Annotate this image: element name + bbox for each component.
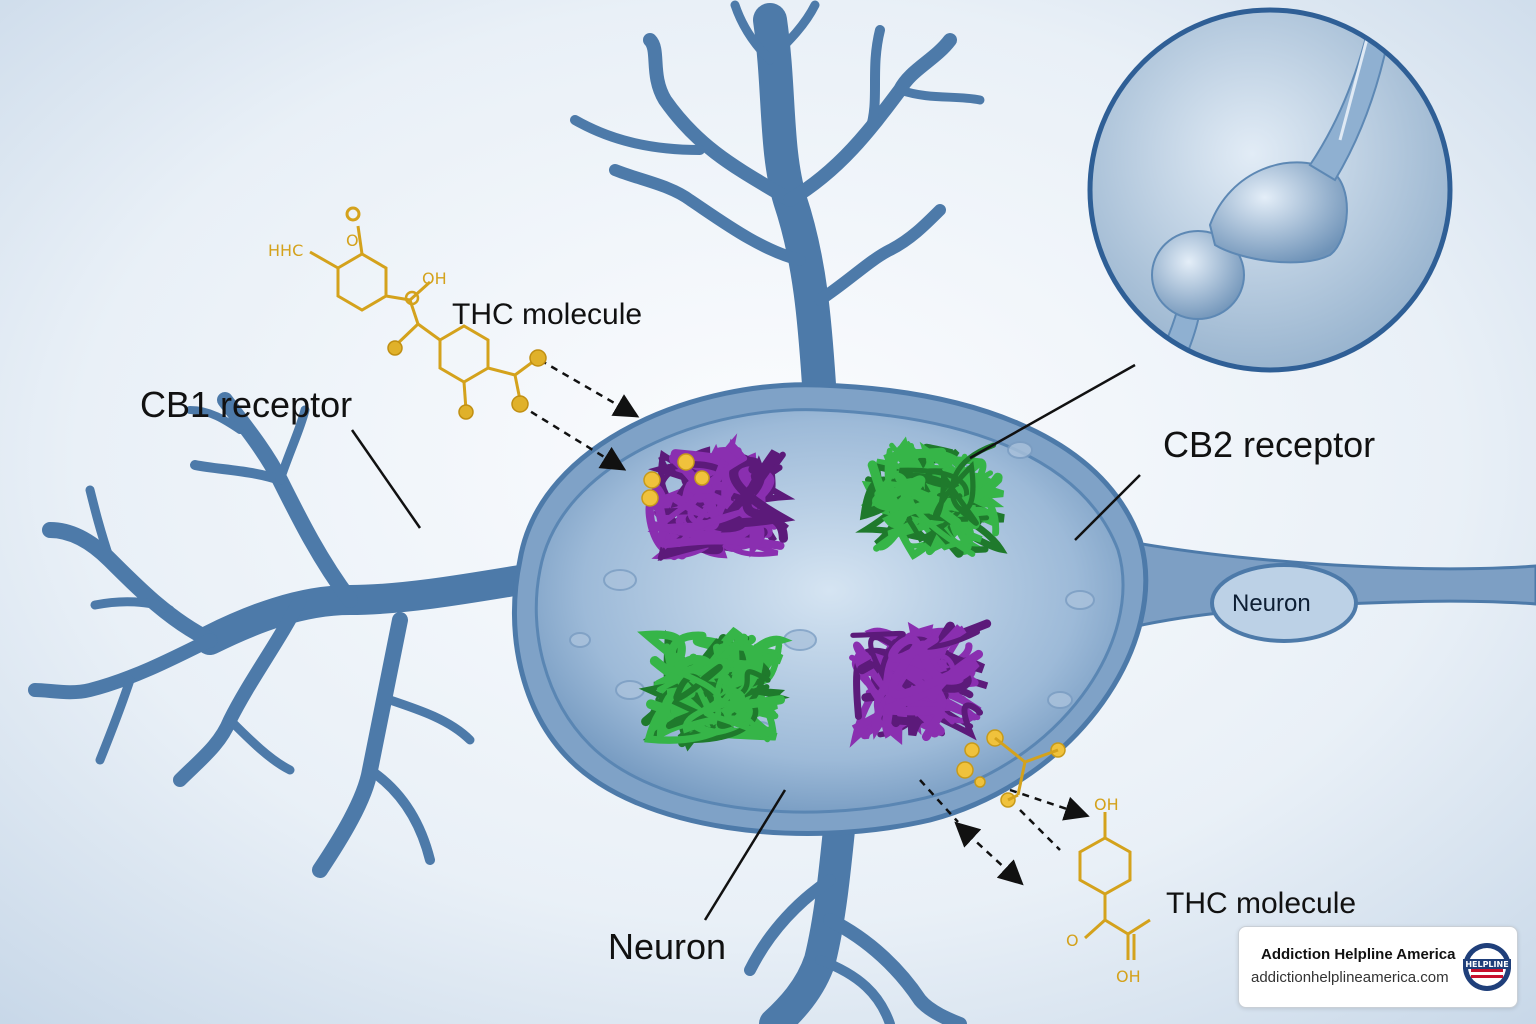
protein-strand — [647, 455, 748, 548]
thc-molecule-top-label: THC molecule — [452, 298, 643, 331]
leader-lines — [350, 363, 1141, 921]
thc-top-atoms — [345, 206, 547, 420]
axon-neuron-label: Neuron — [1232, 590, 1311, 617]
cb2-protein-cluster-1 — [855, 436, 1008, 560]
axon-node — [1210, 563, 1358, 643]
thc-molecule-bottom — [1078, 812, 1151, 960]
thc-top-atom-oh: OH — [422, 269, 447, 288]
thc-arrow-6 — [1019, 809, 1061, 851]
cb2-protein-cluster-2 — [637, 626, 793, 752]
thc-arrow-5 — [919, 779, 959, 823]
helpline-logo-icon: HELPLINE — [1463, 943, 1511, 991]
protein-strand — [888, 634, 980, 699]
neuron-label: Neuron — [608, 926, 727, 967]
cb1-leader-line — [350, 429, 422, 529]
neuron-leader-line — [703, 789, 787, 921]
thc-arrow-2 — [519, 403, 627, 471]
protein-strand — [662, 641, 769, 738]
cb1-receptor-label: CB1 receptor — [140, 384, 353, 425]
thc-bottom-atom-oh-top: OH — [1094, 795, 1119, 814]
protein-strand — [723, 449, 796, 543]
cb2-leader-line — [1074, 474, 1141, 541]
thc-particles — [641, 453, 1066, 808]
helpline-badge[interactable]: Addiction Helpline America addictionhelp… — [1238, 926, 1518, 1008]
badge-url[interactable]: addictionhelplineamerica.com — [1251, 969, 1449, 986]
thc-arrow-3 — [954, 821, 1024, 886]
thc-arrow-1 — [539, 358, 640, 418]
dendrites — [28, 0, 985, 1024]
protein-strand — [870, 649, 984, 742]
protein-strand — [850, 629, 980, 682]
thc-bottom-atom-o: O — [1066, 931, 1079, 950]
svg-text:HELPLINE: HELPLINE — [1465, 960, 1508, 969]
cb1-protein-cluster-2 — [849, 619, 992, 748]
thc-bottom-atom-oh: OH — [1116, 967, 1141, 986]
thc-molecule-top — [309, 225, 539, 411]
badge-name: Addiction Helpline America — [1261, 946, 1456, 963]
thc-top-atom-hhc: HHC — [268, 241, 303, 260]
thc-molecule-bottom-label: THC molecule — [1166, 887, 1357, 920]
cb1-protein-cluster-1 — [645, 433, 796, 561]
protein-strand — [880, 447, 976, 557]
thc-arrow-4 — [1009, 788, 1090, 821]
receptor-proteins — [637, 433, 1008, 752]
cb2-receptor-label: CB2 receptor — [1163, 424, 1376, 465]
thc-bottom-cluster — [994, 736, 1059, 802]
protein-strand — [932, 442, 997, 526]
inset-leader-line — [969, 363, 1136, 460]
thc-top-atom-o: O — [346, 231, 359, 250]
thc-arrows — [519, 358, 1090, 886]
